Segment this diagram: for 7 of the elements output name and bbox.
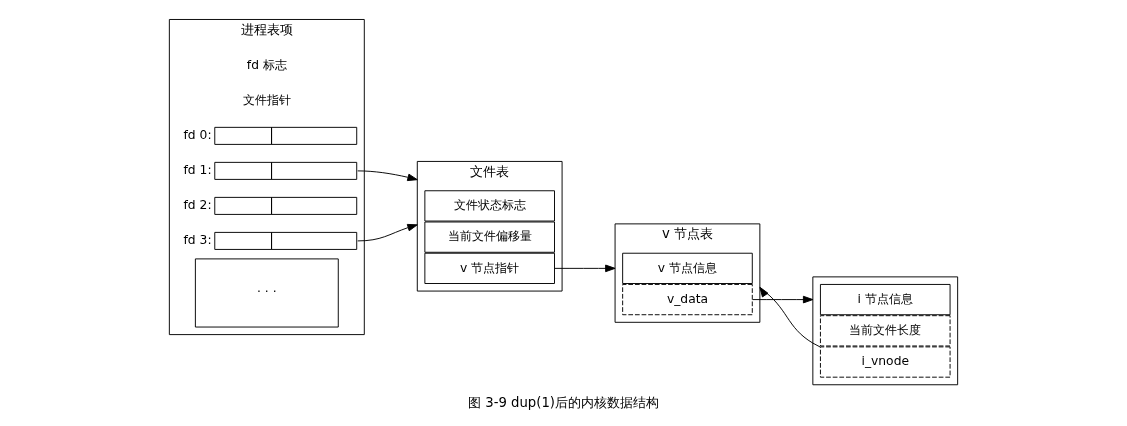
caption: 图 3-9 dup(1)后的内核数据结构: [468, 394, 659, 410]
node-label: fd 2:: [183, 198, 212, 213]
node-label: fd 0:: [183, 128, 212, 143]
label: 文件指针: [242, 93, 291, 108]
label: fd 标志: [246, 58, 287, 73]
node-label: fd 3:: [183, 233, 212, 248]
node-label: fd 1:: [183, 163, 212, 178]
